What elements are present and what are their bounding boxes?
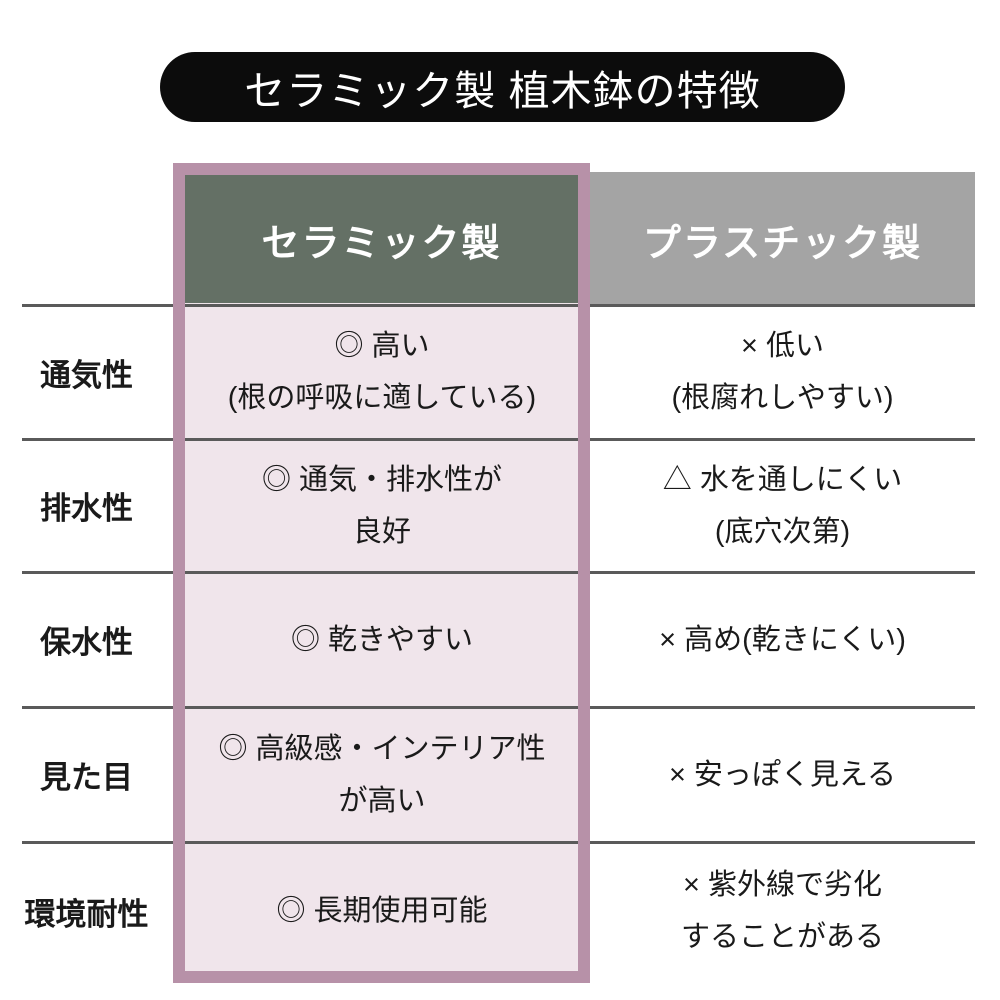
plastic-cell-breathability: × 低い (根腐れしやすい) bbox=[671, 330, 894, 414]
ceramic-cell-water-retention: ◎ 乾きやすい bbox=[290, 623, 474, 656]
row-separator-line bbox=[22, 304, 975, 307]
row-separator-line bbox=[22, 571, 975, 574]
ceramic-cell-drainage: ◎ 通気・排水性が 良好 bbox=[261, 463, 503, 548]
row-label-environmental-durability: 環境耐性 bbox=[24, 896, 149, 932]
plastic-column-header: プラスチック製 bbox=[590, 172, 975, 306]
row-separator-line bbox=[22, 438, 975, 441]
row-label-water-retention: 保水性 bbox=[40, 625, 133, 660]
row-label-breathability: 通気性 bbox=[40, 357, 133, 393]
plastic-cell-drainage: △ 水を通しにくい (底穴次第) bbox=[662, 463, 903, 548]
ceramic-highlight-frame bbox=[173, 163, 590, 983]
plastic-cell-water-retention: × 高め(乾きにくい) bbox=[659, 623, 906, 656]
ceramic-cell-appearance: ◎ 高級感・インテリア性 が高い bbox=[218, 732, 546, 817]
ceramic-cell-environmental-durability: ◎ 長期使用可能 bbox=[276, 895, 488, 927]
plastic-column-header-label: プラスチック製 bbox=[642, 222, 923, 265]
row-label-appearance: 見た目 bbox=[40, 760, 133, 795]
page-title: セラミック製 植木鉢の特徴 bbox=[244, 68, 761, 114]
title-banner: セラミック製 植木鉢の特徴 bbox=[160, 52, 845, 122]
row-separator-line bbox=[22, 706, 975, 709]
ceramic-column-header: セラミック製 bbox=[185, 175, 578, 303]
plastic-cell-appearance: × 安っぽく見える bbox=[668, 758, 897, 791]
plastic-cell-environmental-durability: × 紫外線で劣化 することがある bbox=[680, 869, 884, 953]
ceramic-column-header-label: セラミック製 bbox=[261, 222, 502, 265]
row-separator-line bbox=[22, 841, 975, 844]
ceramic-cell-breathability: ◎ 高い (根の呼吸に適している) bbox=[227, 330, 537, 414]
row-label-drainage: 排水性 bbox=[40, 491, 133, 526]
